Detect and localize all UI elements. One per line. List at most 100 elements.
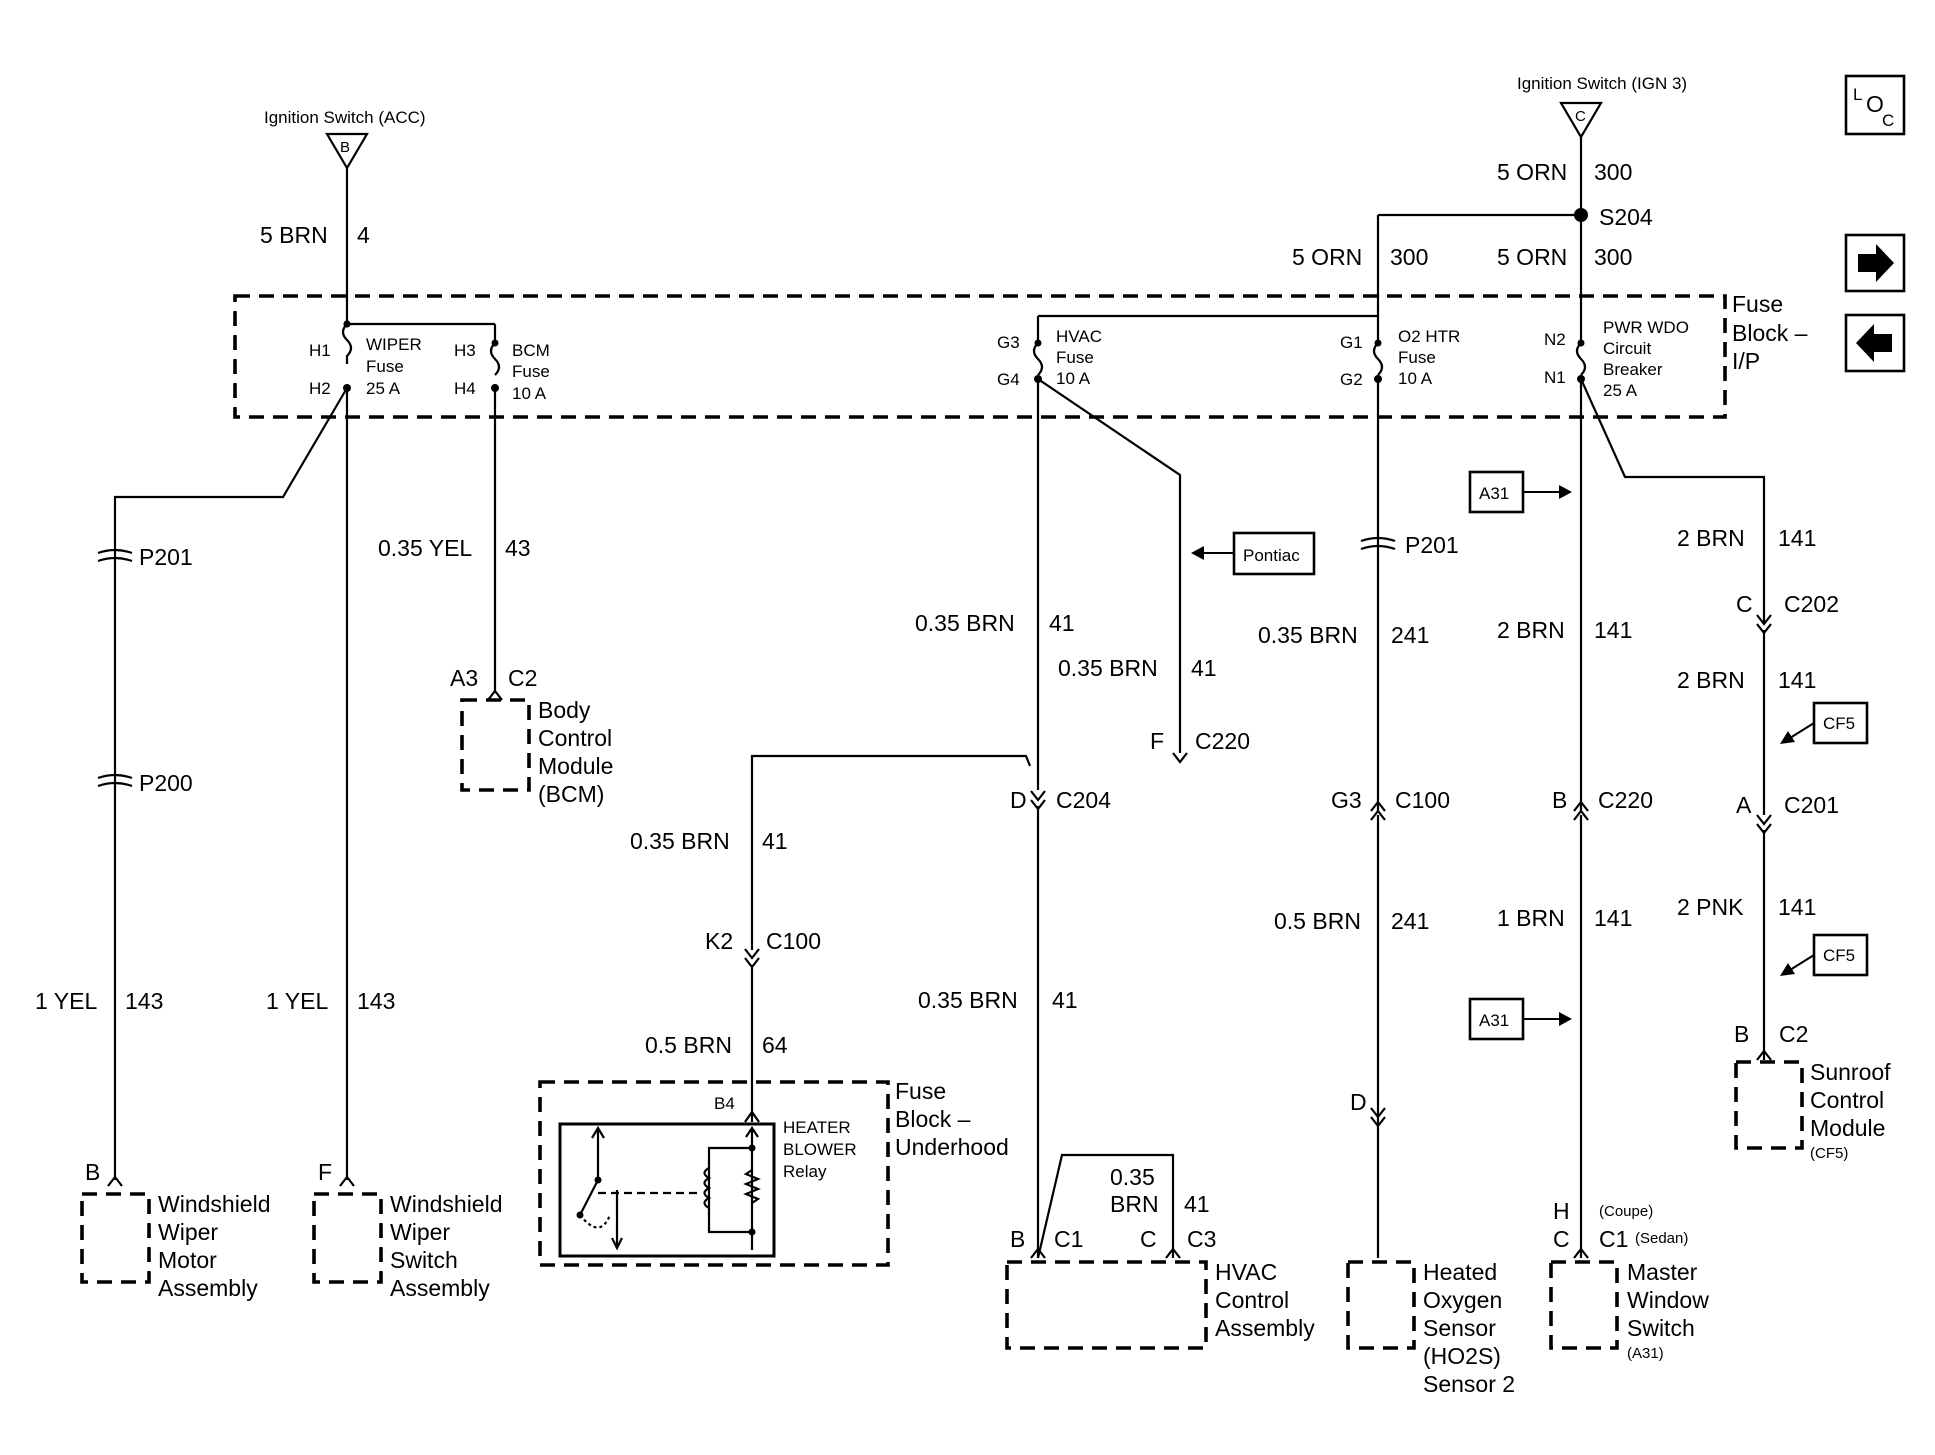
- svg-text:Fuse: Fuse: [366, 357, 404, 376]
- sunroof-name: Sunroof: [1810, 1059, 1891, 1085]
- wire-blower-color: 0.35 BRN: [630, 828, 730, 854]
- sunroof-outline: [1734, 1060, 1804, 1150]
- connector-c220-mws: C220: [1598, 787, 1653, 813]
- pin-g1: G1: [1340, 333, 1363, 352]
- bcm-connector-c2: C2: [508, 665, 537, 691]
- wire-mws-color: 2 BRN: [1497, 617, 1565, 643]
- connector-p201-right: P201: [1360, 532, 1459, 558]
- arrow-left-icon[interactable]: [1844, 313, 1906, 373]
- hvac-connector-c3: C3: [1187, 1226, 1216, 1252]
- svg-text:BLOWER: BLOWER: [783, 1140, 857, 1159]
- wiper-switch-name: Windshield: [390, 1191, 503, 1217]
- fuse-block-ip-outline: [233, 294, 1727, 419]
- wire-hvac-c3-color: BRN: [1110, 1191, 1159, 1217]
- wiper-switch-terminal: [339, 1175, 355, 1187]
- pwr-wdo-name: PWR WDO: [1603, 318, 1689, 337]
- svg-text:Relay: Relay: [783, 1162, 827, 1181]
- svg-text:P201: P201: [139, 544, 193, 570]
- wire-ign3-color: 5 ORN: [1497, 159, 1567, 185]
- c100-pin-g3: G3: [1331, 787, 1362, 813]
- ign3-label: Ignition Switch (IGN 3): [1517, 74, 1687, 93]
- wire-sunroof-mid-circuit: 141: [1778, 667, 1816, 693]
- svg-text:(A31): (A31): [1627, 1345, 1664, 1362]
- connector-c201: C201: [1784, 792, 1839, 818]
- o2htr-fuse-name: O2 HTR: [1398, 327, 1460, 346]
- hvac-fuse-symbol: [1032, 339, 1044, 383]
- svg-text:25 A: 25 A: [1603, 381, 1638, 400]
- connector-c202: C202: [1784, 591, 1839, 617]
- fuse-block-ip-label-2: Block –: [1732, 320, 1808, 346]
- wire-sunroof-mid-color: 2 BRN: [1677, 667, 1745, 693]
- wire-blower-circuit: 41: [762, 828, 788, 854]
- wire-wiper-motor-color: 1 YEL: [35, 988, 97, 1014]
- callout-pontiac[interactable]: Pontiac: [1191, 531, 1316, 576]
- svg-text:Switch: Switch: [1627, 1315, 1695, 1341]
- pin-n1: N1: [1544, 368, 1566, 387]
- mws-coupe-note: (Coupe): [1599, 1203, 1653, 1220]
- wiper-motor-terminal: [107, 1175, 123, 1187]
- wiper-switch-pin-f: F: [318, 1159, 332, 1185]
- sunroof-pin-b: B: [1734, 1021, 1749, 1047]
- pin-g2: G2: [1340, 370, 1363, 389]
- bcm-pin-a3: A3: [450, 665, 478, 691]
- callout-cf5-upper[interactable]: CF5: [1780, 701, 1869, 745]
- callout-cf5-lower[interactable]: CF5: [1780, 933, 1869, 977]
- connector-p200: P200: [97, 770, 193, 796]
- wire-master-window: [1573, 379, 1589, 1259]
- c100-pin-k2: K2: [705, 928, 733, 954]
- relay-pin-b4: B4: [714, 1094, 735, 1113]
- wire-bcm-feed: [487, 388, 503, 701]
- hvac-connector-c1: C1: [1054, 1226, 1083, 1252]
- wire-pwr-feed-color: 5 ORN: [1497, 244, 1567, 270]
- wiper-fuse-name: WIPER: [366, 335, 422, 354]
- pin-n2: N2: [1544, 330, 1566, 349]
- c220-pin-f: F: [1150, 728, 1164, 754]
- arrow-right-icon[interactable]: [1844, 233, 1906, 293]
- callout-a31-lower[interactable]: A31: [1468, 997, 1572, 1041]
- svg-text:Control: Control: [1215, 1287, 1289, 1313]
- svg-text:Switch: Switch: [390, 1247, 458, 1273]
- wire-acc-circuit: 4: [357, 222, 370, 248]
- fuse-block-underhood-label: Fuse: [895, 1078, 946, 1104]
- wire-sunroof-circuit: 141: [1778, 525, 1816, 551]
- locator-icon[interactable]: L O C: [1844, 74, 1906, 136]
- wire-hvac-c3: [1036, 1153, 1181, 1259]
- svg-text:Motor: Motor: [158, 1247, 217, 1273]
- hvac-fuse-name: HVAC: [1056, 327, 1102, 346]
- wire-ho2s: [1370, 379, 1386, 1258]
- svg-text:Underhood: Underhood: [895, 1134, 1009, 1160]
- svg-text:Block –: Block –: [895, 1106, 971, 1132]
- connector-c204: C204: [1056, 787, 1111, 813]
- wire-bcm-color: 0.35 YEL: [378, 535, 472, 561]
- c202-pin-c: C: [1736, 591, 1753, 617]
- wire-mws-lower-circuit: 141: [1594, 905, 1632, 931]
- hvac-pin-c: C: [1140, 1226, 1157, 1252]
- mws-sedan-note: (Sedan): [1635, 1230, 1688, 1247]
- callout-a31-upper[interactable]: A31: [1468, 470, 1572, 514]
- svg-text:Oxygen: Oxygen: [1423, 1287, 1502, 1313]
- pin-h2: H2: [309, 379, 331, 398]
- svg-text:A31: A31: [1479, 484, 1509, 503]
- c201-pin-a: A: [1736, 792, 1752, 818]
- pin-h3: H3: [454, 341, 476, 360]
- bcm-fuse-symbol: [489, 339, 501, 392]
- connector-c100-blower: C100: [766, 928, 821, 954]
- svg-text:C: C: [1575, 108, 1586, 125]
- svg-text:Control: Control: [1810, 1087, 1884, 1113]
- svg-text:Breaker: Breaker: [1603, 360, 1663, 379]
- ho2s-pin-d: D: [1350, 1089, 1367, 1115]
- wiper-motor-outline: [80, 1192, 151, 1284]
- connector-c220-hvac: C220: [1195, 728, 1250, 754]
- svg-text:Circuit: Circuit: [1603, 339, 1651, 358]
- pin-h1: H1: [309, 341, 331, 360]
- connector-p201-left: P201: [97, 544, 193, 570]
- wire-ho2s-circuit: 241: [1391, 622, 1429, 648]
- mws-pin-c: C: [1553, 1226, 1570, 1252]
- svg-text:25 A: 25 A: [366, 379, 401, 398]
- svg-text:(BCM): (BCM): [538, 781, 604, 807]
- svg-text:CF5: CF5: [1823, 714, 1855, 733]
- svg-text:Module: Module: [1810, 1115, 1885, 1141]
- locator-l: L: [1853, 85, 1862, 104]
- wire-ign3-circuit: 300: [1594, 159, 1632, 185]
